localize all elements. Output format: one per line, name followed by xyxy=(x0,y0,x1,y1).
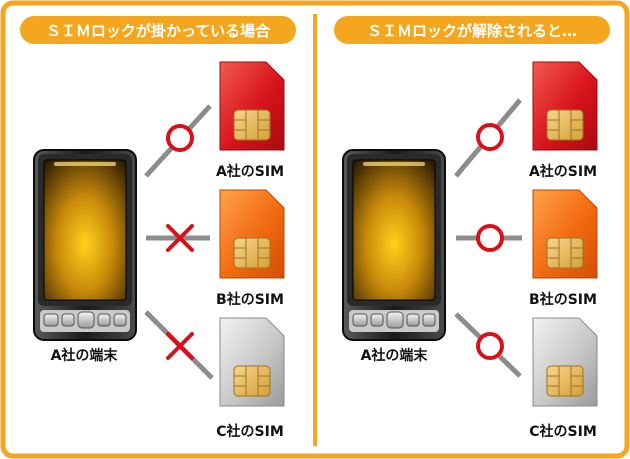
sim-label: A社のSIM xyxy=(216,163,284,180)
circle-icon xyxy=(476,224,504,252)
sim-label: C社のSIM xyxy=(216,423,284,440)
panel-title: ＳＩＭロックが解除されると… xyxy=(367,22,577,40)
sim-card-orange-icon xyxy=(219,189,285,279)
sim-card-silver-icon xyxy=(532,317,598,407)
panel-title: ＳＩＭロックが掛かっている場合 xyxy=(46,22,271,40)
phone-label: A社の端末 xyxy=(51,347,119,364)
cross-icon xyxy=(166,332,194,360)
circle-icon xyxy=(476,123,504,151)
sim-card-silver-icon xyxy=(219,317,285,407)
circle-icon xyxy=(476,332,504,360)
sim-card-orange-icon xyxy=(532,189,598,279)
phone-icon xyxy=(342,149,446,341)
sim-label: B社のSIM xyxy=(216,291,284,308)
sim-card-red-icon xyxy=(532,61,598,151)
circle-icon xyxy=(166,124,194,152)
panel-locked: ＳＩＭロックが掛かっている場合 A社の端末 xyxy=(20,16,296,440)
sim-card-red-icon xyxy=(219,61,285,151)
sim-label: B社のSIM xyxy=(529,291,597,308)
sim-label: C社のSIM xyxy=(529,423,597,440)
title-pill xyxy=(334,16,610,44)
title-pill xyxy=(20,16,296,44)
phone-icon xyxy=(33,149,137,341)
phone-label: A社の端末 xyxy=(361,347,429,364)
sim-label: A社のSIM xyxy=(529,163,597,180)
cross-icon xyxy=(166,224,194,252)
panel-unlocked: ＳＩＭロックが解除されると… A社の端末 xyxy=(334,16,610,440)
